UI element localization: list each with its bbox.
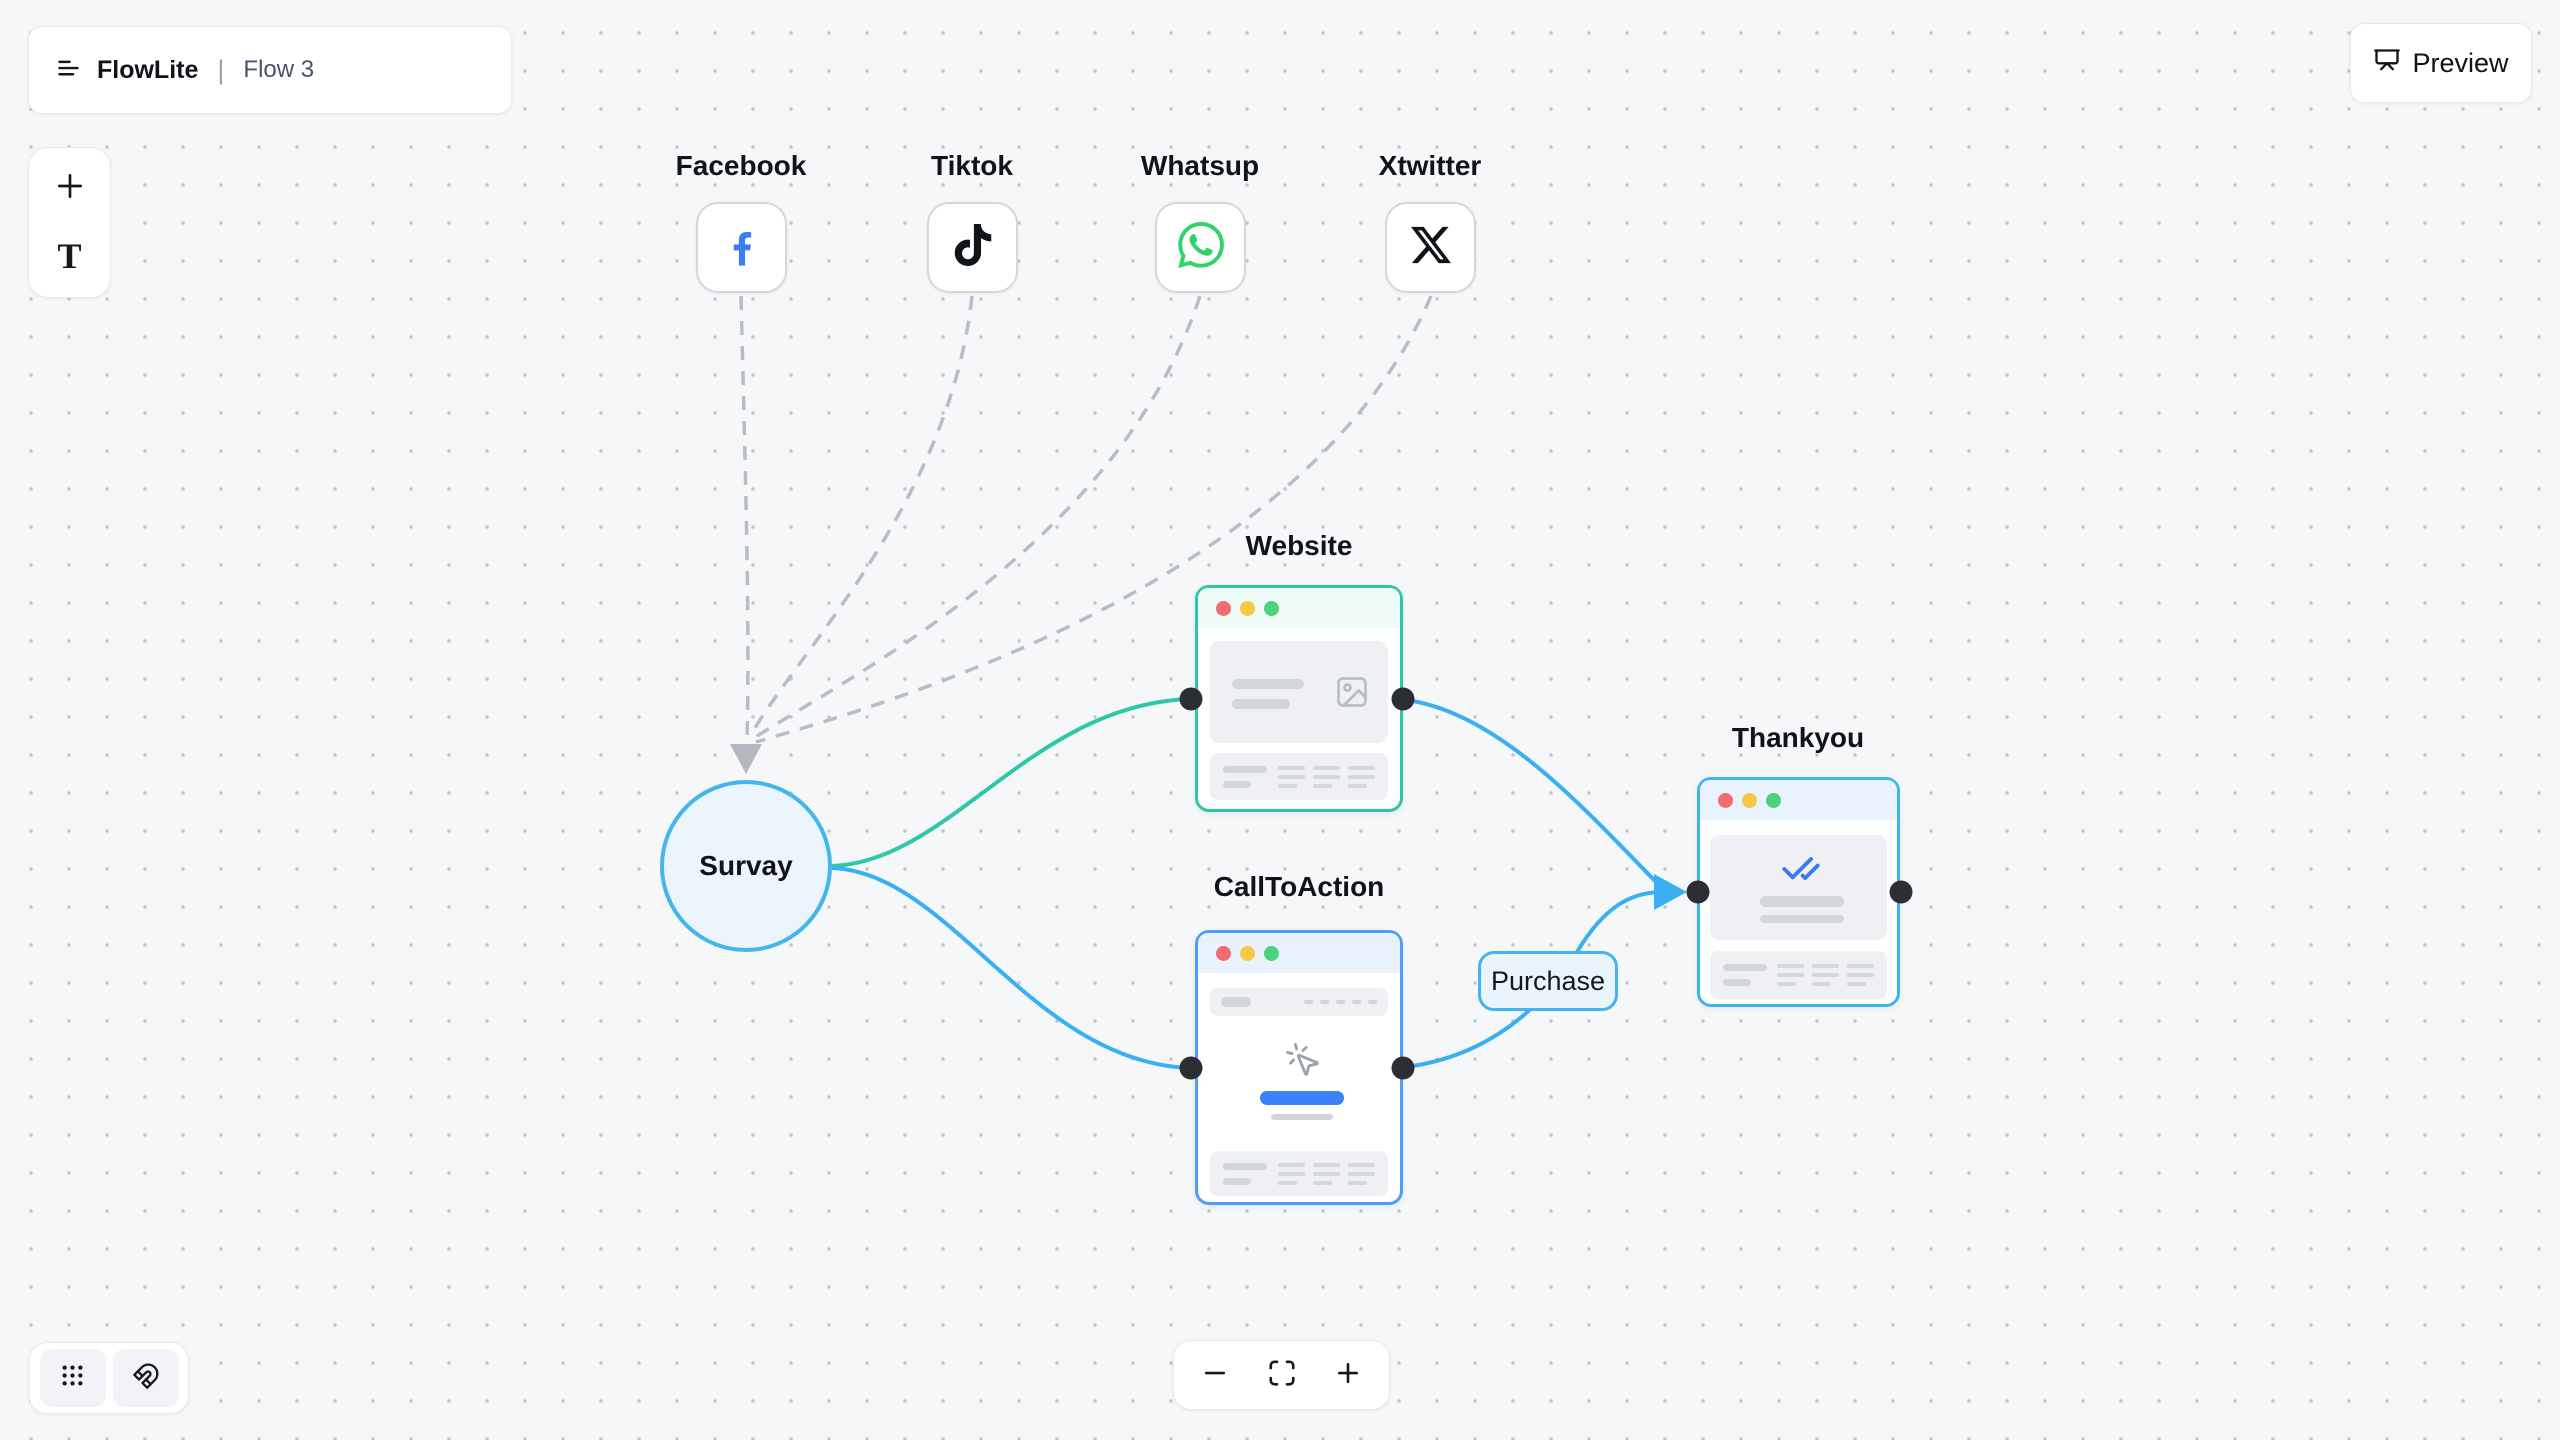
double-check-icon bbox=[1781, 849, 1821, 894]
tiktok-node-label: Tiktok bbox=[931, 150, 1013, 181]
zoom-out-button[interactable] bbox=[1190, 1350, 1240, 1400]
plus-icon bbox=[1333, 1358, 1363, 1393]
app-title: FlowLite bbox=[97, 55, 199, 84]
flow-name[interactable]: Flow 3 bbox=[243, 56, 315, 83]
shape-toolbar: T bbox=[28, 147, 111, 298]
skeleton-lines bbox=[1812, 964, 1839, 986]
window-dot-red bbox=[1718, 792, 1733, 808]
xtwitter-node[interactable] bbox=[1385, 202, 1476, 293]
tiktok-icon bbox=[952, 224, 994, 271]
presentation-screen-icon bbox=[2373, 47, 2401, 80]
header-divider: | bbox=[217, 54, 225, 85]
preview-button-label: Preview bbox=[2412, 47, 2509, 78]
skeleton-bar bbox=[1223, 780, 1251, 788]
skeleton-bar bbox=[1232, 679, 1304, 689]
website-node[interactable] bbox=[1195, 585, 1403, 812]
calltoaction-footer-skeleton bbox=[1210, 1151, 1388, 1196]
skeleton-menu-dashes bbox=[1304, 1000, 1377, 1004]
thankyou-window-bar bbox=[1700, 780, 1897, 820]
skeleton-bar bbox=[1723, 979, 1751, 986]
window-dot-green bbox=[1264, 945, 1279, 961]
skeleton-bar bbox=[1760, 896, 1844, 907]
purchase-edge-label[interactable]: Purchase bbox=[1478, 951, 1618, 1011]
skeleton-bar bbox=[1760, 915, 1844, 923]
thankyou-node-label: Thankyou bbox=[1731, 722, 1865, 753]
facebook-node-label: Facebook bbox=[675, 150, 807, 181]
skeleton-bar bbox=[1271, 1114, 1333, 1120]
window-dot-yellow bbox=[1240, 945, 1255, 961]
skeleton-lines bbox=[1313, 765, 1340, 788]
skeleton-bar bbox=[1232, 699, 1290, 709]
facebook-icon bbox=[716, 219, 768, 276]
skeleton-bar bbox=[1223, 1162, 1267, 1170]
calltoaction-window-bar bbox=[1198, 933, 1400, 973]
skeleton-lines bbox=[1777, 964, 1804, 986]
snap-magnet-button[interactable] bbox=[112, 1349, 179, 1407]
skeleton-bar bbox=[1221, 997, 1251, 1007]
skeleton-bar bbox=[1223, 1177, 1251, 1185]
edge-facebook-survay[interactable] bbox=[739, 295, 750, 741]
preview-button[interactable]: Preview bbox=[2350, 23, 2532, 103]
purchase-label-text: Purchase bbox=[1490, 965, 1606, 996]
whatsapp-icon bbox=[1177, 221, 1224, 273]
calltoaction-node[interactable] bbox=[1195, 930, 1403, 1205]
edge-survay-calltoaction[interactable] bbox=[831, 866, 1189, 1070]
x-icon bbox=[1410, 225, 1451, 270]
arrowhead-thankyou bbox=[1654, 874, 1687, 910]
website-window-bar bbox=[1198, 588, 1400, 628]
window-dot-yellow bbox=[1742, 792, 1757, 808]
website-node-label: Website bbox=[1245, 530, 1353, 561]
dots-grid-icon bbox=[59, 1362, 86, 1394]
thankyou-node[interactable] bbox=[1697, 777, 1900, 1007]
add-node-button[interactable] bbox=[43, 162, 97, 216]
plus-icon bbox=[54, 170, 86, 207]
fit-view-button[interactable] bbox=[1257, 1350, 1307, 1400]
text-tool-button[interactable]: T bbox=[43, 229, 97, 283]
xtwitter-node-label: Xtwitter bbox=[1378, 150, 1482, 181]
website-footer-skeleton bbox=[1210, 753, 1388, 800]
skeleton-lines bbox=[1348, 1162, 1375, 1185]
skeleton-lines bbox=[1847, 964, 1874, 986]
window-dot-red bbox=[1216, 945, 1231, 961]
whatsup-node-label: Whatsup bbox=[1140, 150, 1260, 181]
skeleton-lines bbox=[1278, 1162, 1305, 1185]
skeleton-bar bbox=[1723, 964, 1767, 971]
calltoaction-node-label: CallToAction bbox=[1213, 871, 1385, 902]
snap-grid-button[interactable] bbox=[39, 1349, 106, 1407]
website-hero-skeleton bbox=[1210, 641, 1388, 743]
whatsup-node[interactable] bbox=[1155, 202, 1246, 293]
calltoaction-navbar-skeleton bbox=[1210, 988, 1388, 1016]
survay-node[interactable]: Survay bbox=[660, 780, 832, 952]
cta-button-skeleton bbox=[1260, 1091, 1344, 1105]
edge-whatsup-survay[interactable] bbox=[753, 295, 1202, 740]
edge-tiktok-survay[interactable] bbox=[750, 295, 974, 734]
fit-view-icon bbox=[1267, 1358, 1297, 1393]
window-dot-green bbox=[1264, 600, 1279, 616]
image-placeholder-icon bbox=[1334, 674, 1370, 715]
skeleton-bar bbox=[1223, 765, 1267, 773]
survay-node-label: Survay bbox=[699, 850, 793, 881]
thankyou-footer-skeleton bbox=[1710, 951, 1887, 999]
text-tool-icon: T bbox=[57, 236, 82, 277]
window-dot-red bbox=[1216, 600, 1231, 616]
edge-website-thankyou[interactable] bbox=[1405, 698, 1662, 888]
arrowhead-survay bbox=[730, 744, 762, 774]
canvas-settings-bar bbox=[29, 1342, 189, 1414]
tiktok-node[interactable] bbox=[927, 202, 1018, 293]
minus-icon bbox=[1200, 1358, 1230, 1393]
edge-survay-website[interactable] bbox=[831, 697, 1189, 868]
facebook-node[interactable] bbox=[696, 202, 787, 293]
thankyou-hero-skeleton bbox=[1710, 835, 1887, 940]
window-dot-yellow bbox=[1240, 600, 1255, 616]
menu-lines-icon[interactable] bbox=[55, 54, 82, 86]
zoom-in-button[interactable] bbox=[1323, 1350, 1373, 1400]
app-header: FlowLite | Flow 3 bbox=[28, 26, 512, 114]
window-dot-green bbox=[1766, 792, 1781, 808]
skeleton-lines bbox=[1278, 765, 1305, 788]
skeleton-lines bbox=[1313, 1162, 1340, 1185]
magnet-icon bbox=[132, 1362, 160, 1395]
skeleton-lines bbox=[1348, 765, 1375, 788]
zoom-controls bbox=[1173, 1340, 1390, 1410]
cursor-click-icon bbox=[1284, 1041, 1322, 1084]
